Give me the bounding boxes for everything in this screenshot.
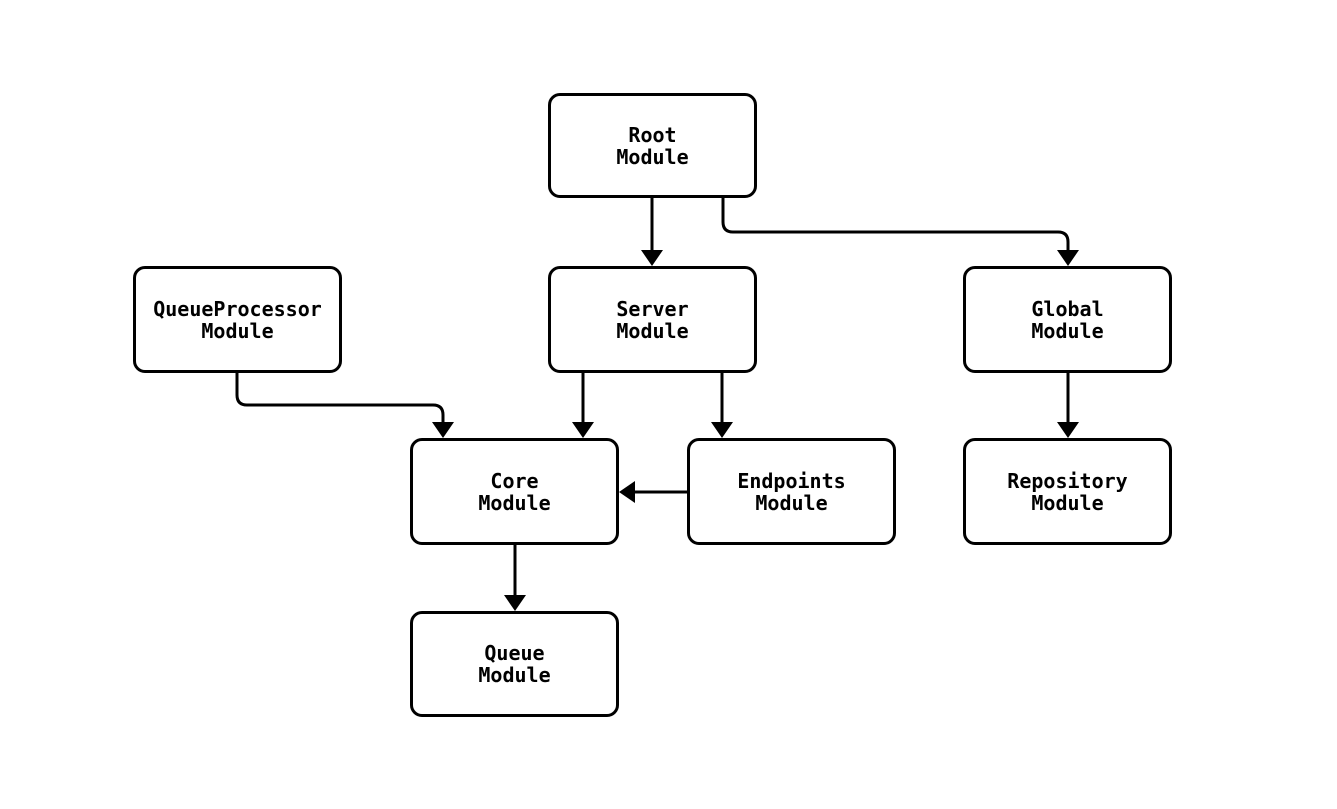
node-global-module: Global Module xyxy=(963,266,1172,373)
edge-server-to-core xyxy=(572,373,594,438)
node-label: QueueProcessor xyxy=(153,296,322,321)
node-label: Module xyxy=(1031,318,1104,343)
node-label: Module xyxy=(1031,490,1104,515)
edge-endpoints-to-core xyxy=(619,481,687,503)
edge-root-to-server xyxy=(641,198,663,266)
edge-core-to-queue xyxy=(504,545,526,611)
node-label: Module xyxy=(616,318,689,343)
node-endpoints-module: Endpoints Module xyxy=(687,438,896,545)
node-queueprocessor-module: QueueProcessor Module xyxy=(133,266,342,373)
node-repository-module: Repository Module xyxy=(963,438,1172,545)
node-label: Endpoints xyxy=(737,468,846,493)
node-label: Server xyxy=(616,296,689,321)
node-label: Core xyxy=(490,468,539,493)
node-label: Root xyxy=(628,122,677,147)
node-queue-module: Queue Module xyxy=(410,611,619,717)
node-core-module: Core Module xyxy=(410,438,619,545)
node-label: Repository xyxy=(1007,468,1128,493)
edge-queueprocessor-to-core xyxy=(235,373,454,438)
node-label: Queue xyxy=(484,641,545,665)
edge-root-to-global xyxy=(721,198,1079,266)
edge-global-to-repository xyxy=(1057,373,1079,438)
node-label: Module xyxy=(616,144,689,169)
node-label: Module xyxy=(755,490,828,515)
node-label: Module xyxy=(478,490,551,515)
node-label: Module xyxy=(201,318,274,343)
node-server-module: Server Module xyxy=(548,266,757,373)
node-root-module: Root Module xyxy=(548,93,757,198)
node-label: Module xyxy=(478,663,551,687)
edge-server-to-endpoints xyxy=(711,373,733,438)
node-label: Global xyxy=(1031,296,1104,321)
